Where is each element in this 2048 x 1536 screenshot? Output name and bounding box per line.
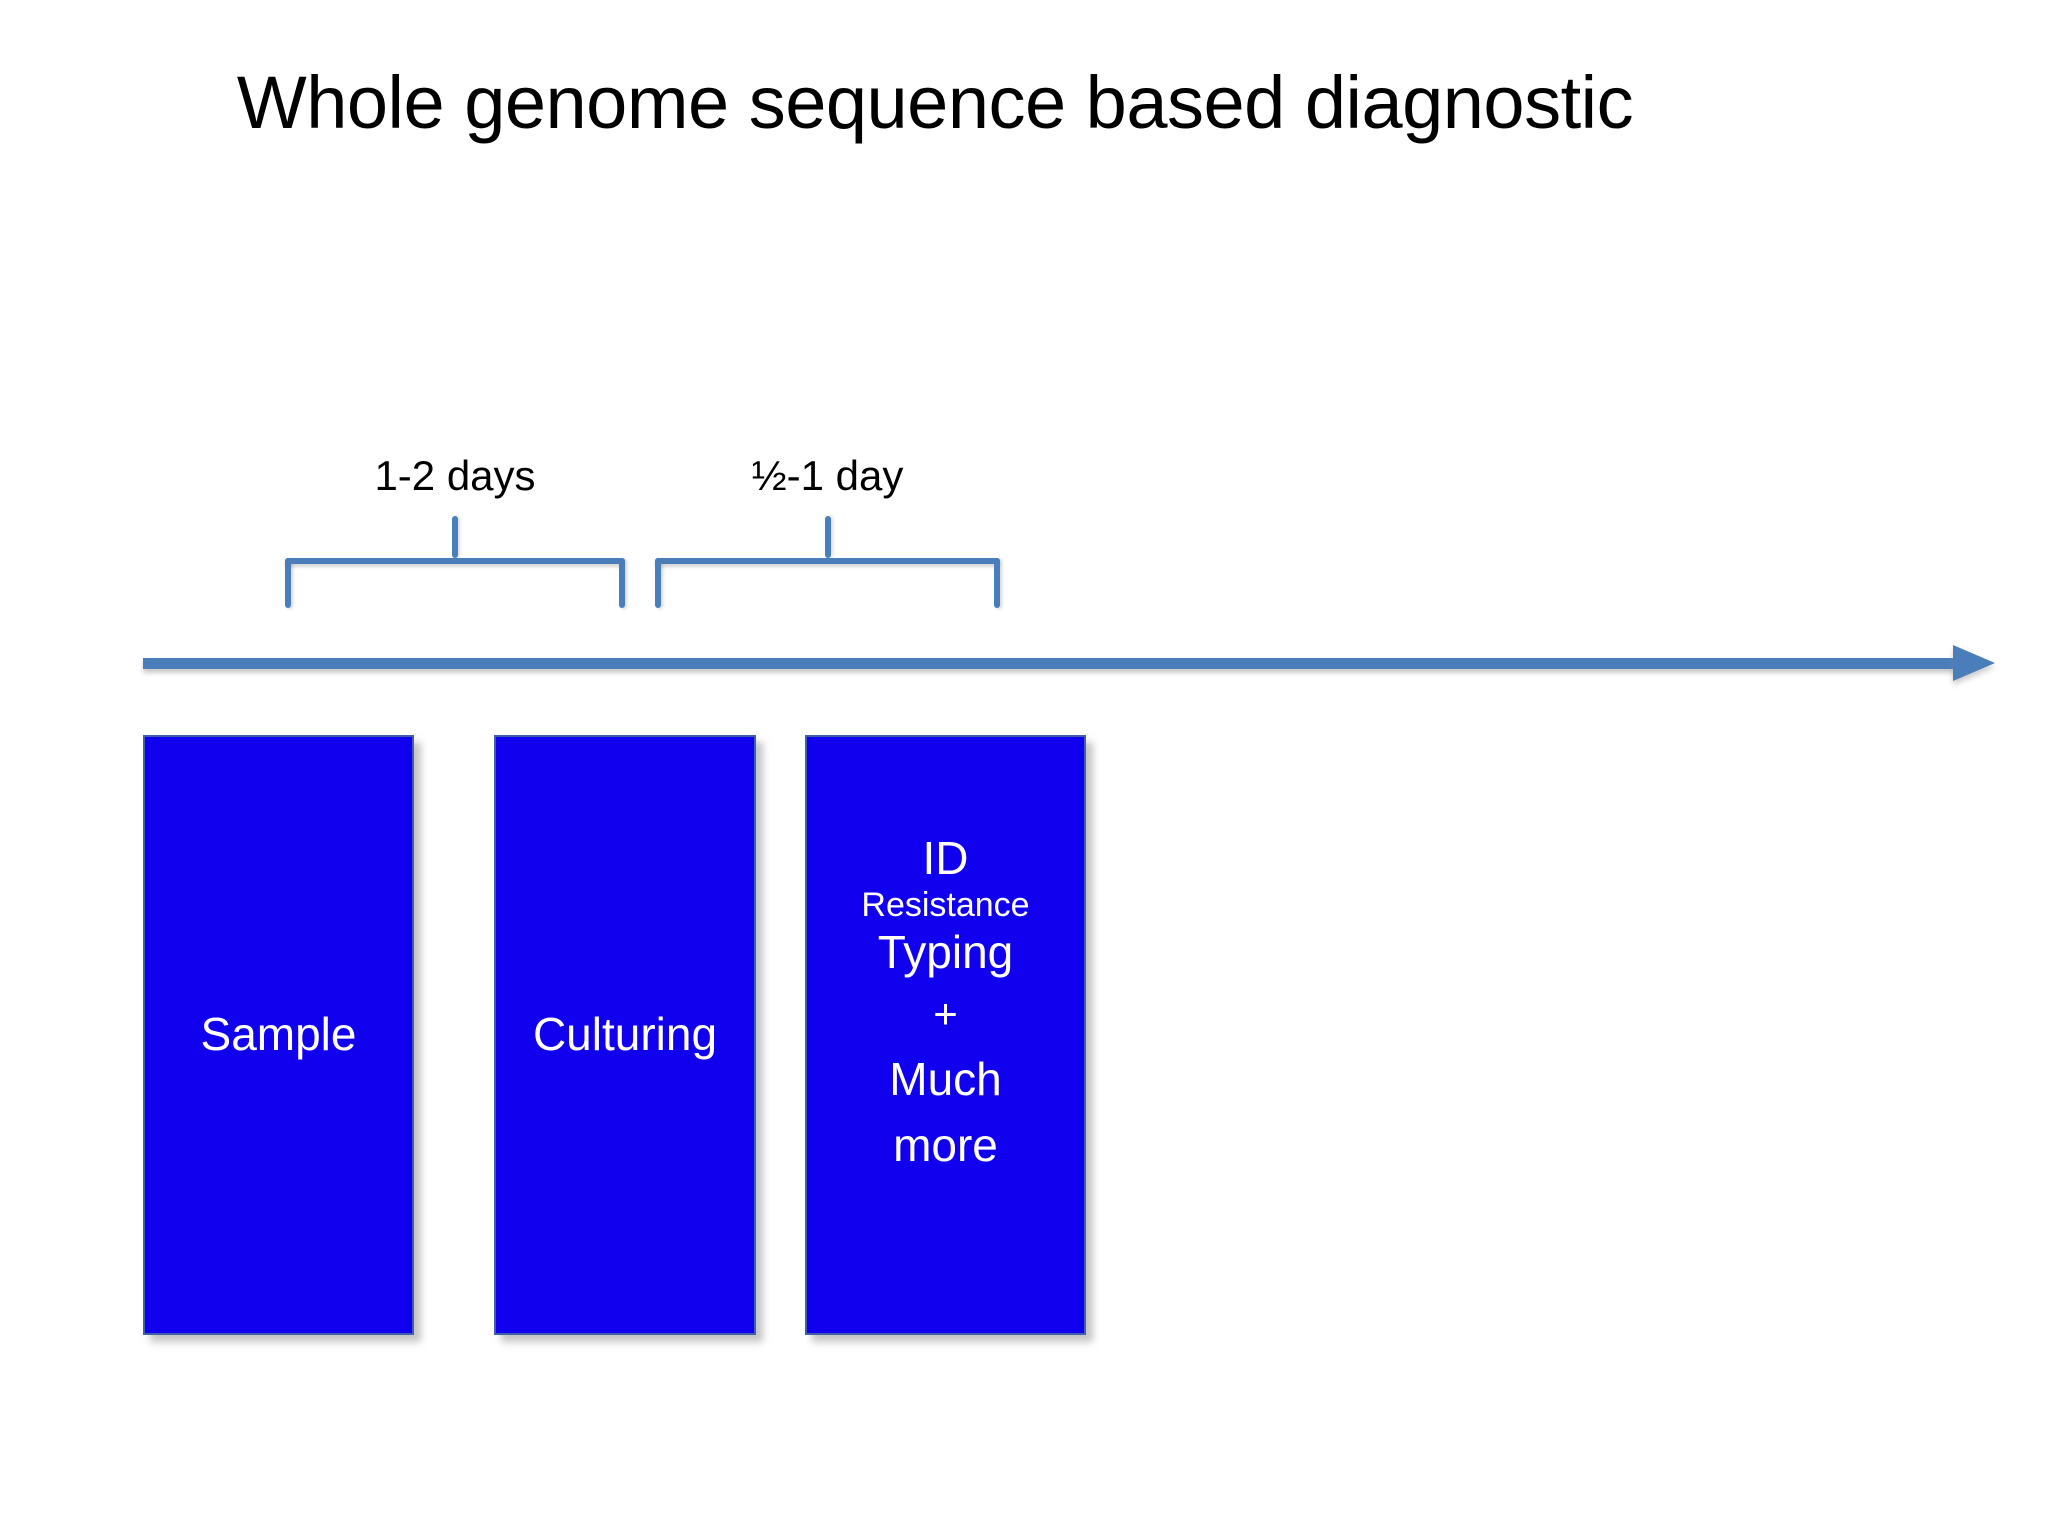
bracket-label-second: ½-1 day xyxy=(751,452,904,499)
brace-leg-left xyxy=(285,558,291,608)
page-title: Whole genome sequence based diagnostic xyxy=(236,61,1634,144)
process-box-culturing[interactable]: Culturing xyxy=(494,735,756,1335)
arrow-shaft xyxy=(143,658,1957,669)
brace-leg-right xyxy=(619,558,625,608)
brace-leg-left xyxy=(655,558,661,608)
box-line-id: ID xyxy=(922,832,969,885)
box-text-stack: Sample xyxy=(201,1007,357,1062)
box-text-stack: Culturing xyxy=(533,1007,717,1062)
brace-tick-icon xyxy=(824,516,831,558)
box-line: Culturing xyxy=(532,1008,718,1061)
process-box-analysis[interactable]: ID Resistance Typing + Much more xyxy=(805,735,1086,1335)
timeline-arrow-icon xyxy=(143,645,1995,688)
brace-tick-icon xyxy=(452,516,458,558)
box-line-resistance: Resistance xyxy=(861,886,1030,925)
brace-leg-right xyxy=(994,558,1000,608)
brace-first xyxy=(285,516,625,614)
box-line-much: Much xyxy=(889,1052,1002,1105)
box-line: Sample xyxy=(200,1008,357,1061)
box-line-typing: Typing xyxy=(877,926,1014,979)
arrow-head-icon xyxy=(1953,645,1995,681)
box-text-stack: ID Resistance Typing + Much more xyxy=(861,831,1029,1179)
box-line-more: more xyxy=(893,1119,998,1172)
bracket-label-first: 1-2 days xyxy=(374,452,536,499)
brace-bar xyxy=(285,558,625,564)
process-box-sample[interactable]: Sample xyxy=(143,735,414,1335)
box-line-plus: + xyxy=(933,989,958,1037)
brace-bar xyxy=(655,558,1000,564)
brace-second xyxy=(655,516,1000,614)
